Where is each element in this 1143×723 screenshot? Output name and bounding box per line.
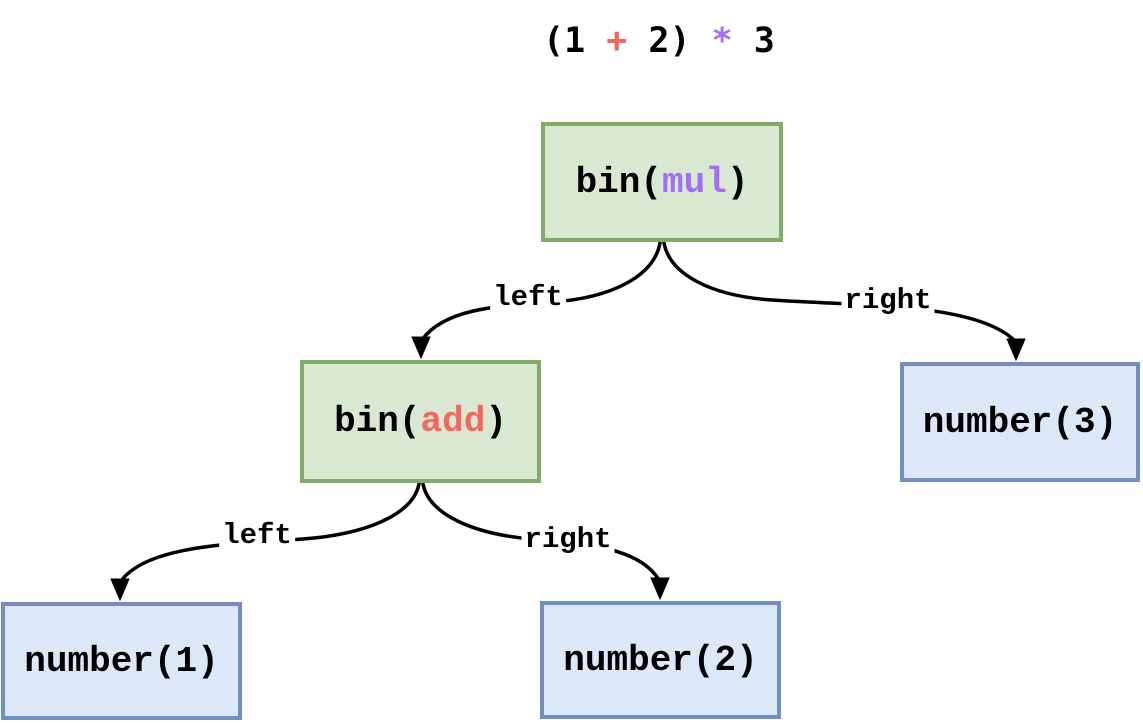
edge-label-root-right: right bbox=[841, 285, 935, 317]
bin-add-prefix: bin( bbox=[334, 401, 421, 442]
ast-node-number-2: number(2) bbox=[540, 601, 781, 719]
number-2-label: number(2) bbox=[563, 639, 758, 681]
arrowhead-root-to-number-3 bbox=[1006, 338, 1026, 362]
bin-mul-prefix: bin( bbox=[575, 161, 662, 203]
expression-mid: 2) bbox=[627, 21, 712, 61]
bin-add-suffix: ) bbox=[485, 401, 507, 442]
edge-label-add-right: right bbox=[521, 524, 615, 556]
expression-title: (1 + 2) * 3 bbox=[543, 22, 775, 61]
plus-operator: + bbox=[606, 21, 628, 61]
bin-mul-suffix: ) bbox=[726, 161, 749, 203]
star-operator: * bbox=[711, 21, 733, 61]
ast-node-number-1: number(1) bbox=[1, 602, 242, 720]
expression-open: (1 bbox=[543, 21, 607, 61]
arrowhead-bin-add-to-number-2 bbox=[650, 577, 670, 601]
arrowhead-bin-add-to-number-1 bbox=[110, 578, 130, 602]
arrowhead-root-to-bin-add bbox=[411, 336, 431, 360]
bin-mul-label: bin(mul) bbox=[576, 162, 749, 203]
edge-root-to-number-3 bbox=[662, 241, 1017, 343]
expression-close: 3 bbox=[732, 21, 775, 61]
bin-add-operator: add bbox=[420, 401, 486, 442]
edge-bin-add-to-number-1 bbox=[119, 482, 421, 583]
ast-node-bin-add: bin(add) bbox=[300, 360, 541, 483]
number-1-label: number(1) bbox=[24, 640, 219, 682]
ast-node-number-3: number(3) bbox=[900, 362, 1140, 482]
edge-label-root-left: left bbox=[490, 282, 566, 314]
bin-mul-operator: mul bbox=[662, 161, 727, 203]
edge-label-add-left: left bbox=[219, 520, 295, 552]
number-3-label: number(3) bbox=[922, 401, 1118, 443]
bin-add-label: bin(add) bbox=[334, 401, 507, 442]
ast-node-bin-mul: bin(mul) bbox=[541, 122, 783, 242]
